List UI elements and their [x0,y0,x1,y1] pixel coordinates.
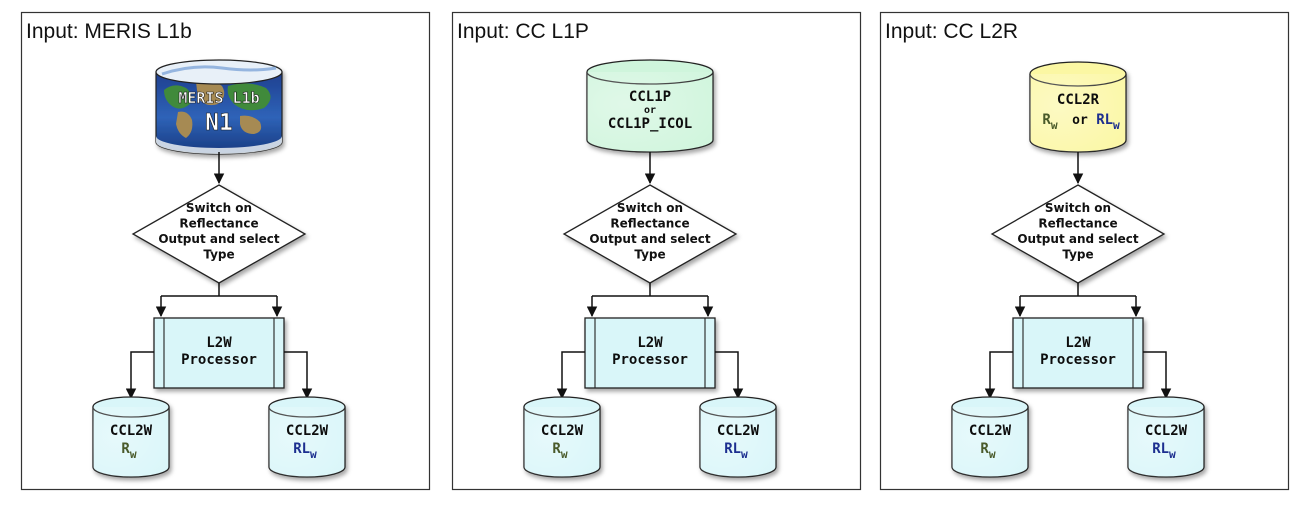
processor-rect [153,317,285,389]
output-sublabel: Rw [552,441,567,461]
decision-text: Reflectance [179,217,258,231]
decision-text: Reflectance [610,217,689,231]
subscript-base: RL [724,441,741,457]
cylinder-shine [269,407,345,477]
decision-text: Output and select [158,232,280,246]
output-cylinder-2: CCL2W RLw [699,396,777,478]
output-cylinder-2: CCL2W RLw [268,396,346,478]
output-label: CCL2W [286,423,329,439]
subscript-base: R [980,441,989,457]
cylinder-shine [700,407,776,477]
arrow-to-output-left [556,351,585,400]
input-label-rw: Rw [1042,112,1057,132]
ice-band [156,136,282,154]
input-label: CCL2R [1057,92,1100,108]
landmass [176,111,193,138]
landmass [164,85,192,109]
earth-top [155,59,283,85]
processor-label: Processor [181,352,257,368]
output-sublabel: RLw [724,441,748,461]
cylinder-shine [1030,74,1126,152]
output-label: CCL2W [1145,423,1188,439]
decision-text: Switch on [1045,201,1111,215]
cylinder-shine [1128,407,1204,477]
input-label: CCL1P [629,89,671,105]
landmass [227,83,271,111]
output-sublabel: RLw [1152,441,1176,461]
output-sublabel: Rw [121,441,136,461]
processor-label: Processor [612,352,688,368]
arrow-to-output-left [125,351,154,400]
processor-label: Processor [1040,352,1116,368]
decision-text: Switch on [617,201,683,215]
subscript-base: R [1042,112,1051,128]
processor-label: L2W [206,335,232,351]
cylinder-shine [524,407,600,477]
output-sublabel: Rw [980,441,995,461]
output-cylinder-2: CCL2W RLw [1127,396,1205,478]
subscript-index: w [1051,119,1058,132]
decision-text: Reflectance [1038,217,1117,231]
processor-label: L2W [637,335,663,351]
subscript-index: w [130,448,137,461]
panel-title: Input: CC L2R [885,20,1018,43]
decision-text: Type [1062,248,1093,262]
output-label: CCL2W [110,423,153,439]
panel-title: Input: CC L1P [457,20,589,43]
decision-text: Output and select [589,232,711,246]
cylinder-shine [587,72,713,152]
cylinder-shine [93,407,169,477]
subscript-index: w [1113,119,1120,132]
subscript-index: w [310,448,317,461]
output-cylinder-1: CCL2W Rw [523,396,601,478]
decision-text: Type [634,248,665,262]
subscript-base: RL [1152,441,1169,457]
subscript-index: w [989,448,996,461]
output-cylinder-1: CCL2W Rw [92,396,170,478]
output-label: CCL2W [541,423,584,439]
input-label: or [644,105,656,116]
decision-text: Output and select [1017,232,1139,246]
output-label: CCL2W [969,423,1012,439]
input-label: MERIS L1b [178,89,259,107]
subscript-index: w [1169,448,1176,461]
subscript-base: R [552,441,561,457]
output-cylinder-1: CCL2W Rw [951,396,1029,478]
arrow-to-output-right [1143,351,1172,400]
subscript-index: w [741,448,748,461]
subscript-base: RL [293,441,310,457]
cylinder-shine [952,407,1028,477]
decision-text: Type [203,248,234,262]
landmass [240,115,262,134]
output-sublabel: RLw [293,441,317,461]
decision-text: Switch on [186,201,252,215]
arrow-to-output-left [984,351,1013,400]
subscript-base: RL [1096,112,1113,128]
input-label: CCL1P_ICOL [608,116,692,132]
input-label: N1 [205,110,233,136]
subscript-index: w [561,448,568,461]
processor-label: L2W [1065,335,1091,351]
input-label-or: or [1072,113,1088,128]
output-label: CCL2W [717,423,760,439]
arrow-to-output-right [284,351,313,400]
panel-title: Input: MERIS L1b [26,20,192,43]
landmass [196,80,225,106]
earth-top-detail [161,65,277,76]
processor-rect [1012,317,1144,389]
arrow-to-output-right [715,351,744,400]
subscript-base: R [121,441,130,457]
input-label-rlw: RLw [1096,112,1120,132]
processor-rect [584,317,716,389]
